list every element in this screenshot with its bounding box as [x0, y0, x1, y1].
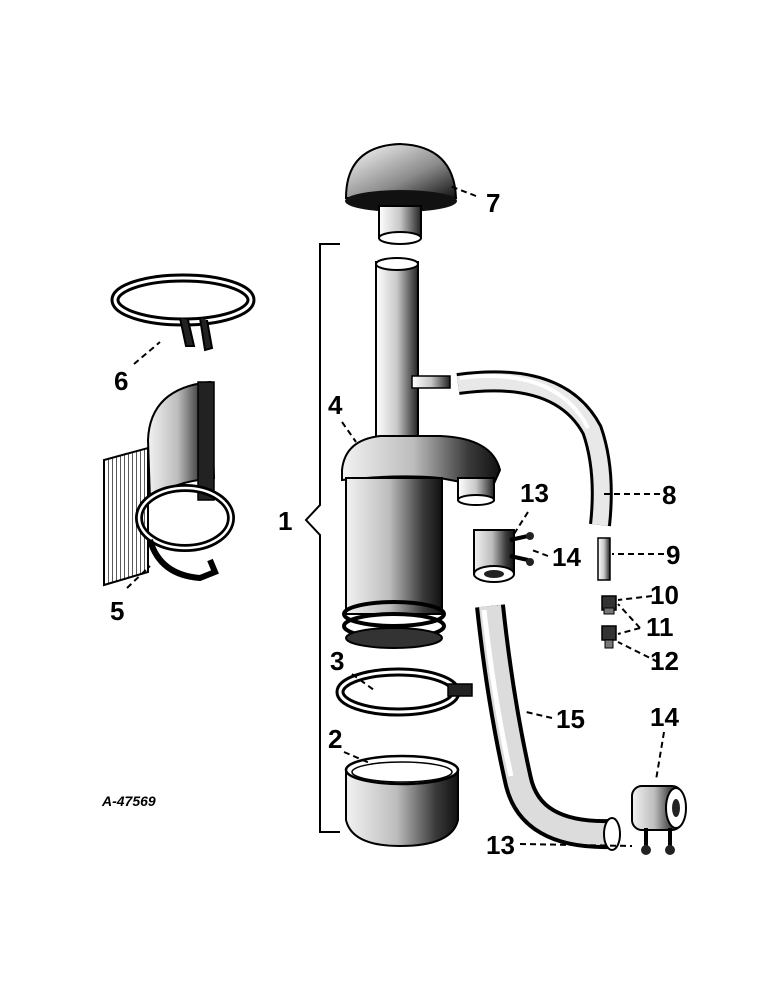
assembly-bracket — [304, 243, 340, 833]
callout-7: 7 — [486, 188, 500, 218]
tube-fittings — [601, 595, 617, 649]
oil-cup — [344, 754, 460, 848]
callout-14-upper: 14 — [552, 542, 581, 572]
callout-8: 8 — [662, 480, 676, 510]
air-inlet-hose — [475, 604, 621, 851]
callout-9: 9 — [666, 540, 680, 570]
mounting-band — [110, 273, 256, 352]
callout-12: 12 — [650, 646, 679, 676]
callout-13-lower: 13 — [486, 830, 515, 860]
hose-clamp-upper — [473, 529, 534, 583]
callout-2: 2 — [328, 724, 342, 754]
callout-4: 4 — [328, 390, 343, 420]
callout-6: 6 — [114, 366, 128, 396]
callout-3: 3 — [330, 646, 344, 676]
callout-15: 15 — [556, 704, 585, 734]
callout-10: 10 — [650, 580, 679, 610]
callout-1: 1 — [278, 506, 292, 536]
callout-11: 11 — [646, 612, 674, 642]
callout-13-upper: 13 — [520, 478, 549, 508]
hose-clamp-lower — [631, 785, 687, 855]
callout-labels: 7 6 4 1 5 8 9 10 11 12 13 14 3 2 15 14 1… — [110, 188, 680, 860]
callout-5: 5 — [110, 596, 124, 626]
callout-14-lower: 14 — [650, 702, 679, 732]
breather-tube — [597, 537, 611, 581]
mounting-bracket — [103, 380, 235, 587]
figure-code: A-47569 — [101, 793, 156, 809]
leader-lines — [126, 185, 665, 847]
air-cleaner-body — [341, 257, 502, 649]
cup-clamp — [335, 667, 473, 717]
breather-hose — [456, 370, 613, 527]
precleaner-cap — [344, 142, 458, 245]
